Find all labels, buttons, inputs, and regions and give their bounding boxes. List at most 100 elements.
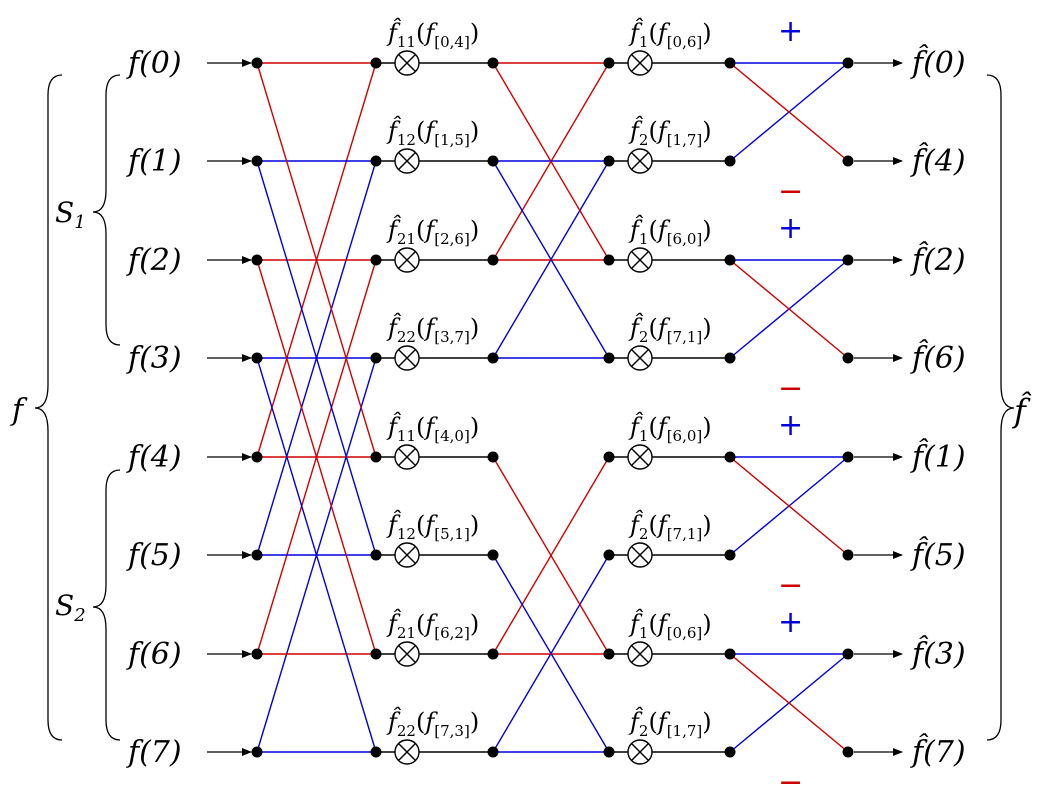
multiplier-label: f̂22(f[3,7]) — [386, 313, 479, 346]
node-dot — [842, 155, 854, 167]
node-dot — [487, 549, 499, 561]
multiplier-label: f̂2(f[1,7]) — [628, 116, 712, 149]
multiplier-label: f̂2(f[1,7]) — [628, 707, 712, 740]
output-label: f̂(7) — [910, 733, 966, 770]
node-dot — [251, 451, 263, 463]
brace-fhat — [986, 74, 1015, 741]
wire-stage2 — [492, 456, 610, 655]
node-dot — [251, 352, 263, 364]
multiply-icon-stroke — [398, 546, 416, 564]
node-dot — [842, 549, 854, 561]
node-dot — [724, 549, 736, 561]
nodes — [251, 57, 854, 758]
minus-sign: − — [778, 174, 803, 209]
node-dot — [603, 155, 615, 167]
node-dot — [603, 352, 615, 364]
node-dot — [251, 155, 263, 167]
multiplier-label: f̂21(f[2,6]) — [386, 215, 479, 248]
node-dot — [603, 254, 615, 266]
minus-sign: − — [778, 568, 803, 603]
node-dot — [842, 648, 854, 660]
wire-stage2 — [492, 62, 610, 261]
wire-stage3 — [729, 653, 849, 753]
node-dot — [370, 746, 382, 758]
node-dot — [603, 57, 615, 69]
io-arrows — [207, 59, 903, 756]
brace-s1 — [92, 74, 121, 346]
input-label: f(1) — [126, 144, 182, 179]
node-dot — [724, 57, 736, 69]
multiply-icon-stroke — [398, 448, 416, 466]
sign-markers: + − + − + − + − — [778, 14, 803, 800]
group-label-s2: S2 — [55, 589, 86, 626]
wire-stage2 — [492, 160, 610, 359]
plus-sign: + — [778, 211, 803, 246]
connection-lines — [256, 62, 849, 753]
multiplier-label: f̂22(f[7,3]) — [386, 707, 479, 740]
node-dot — [251, 57, 263, 69]
multiplier-label: f̂21(f[6,2]) — [386, 609, 479, 642]
node-dot — [603, 746, 615, 758]
node-dot — [370, 352, 382, 364]
output-label: f̂(1) — [910, 438, 966, 475]
node-dot — [603, 549, 615, 561]
minus-sign: − — [778, 371, 803, 406]
plus-sign: + — [778, 408, 803, 443]
input-label: f(0) — [126, 46, 182, 81]
node-dot — [842, 746, 854, 758]
wire-cross — [256, 160, 377, 556]
multipliers: f̂11(f[0,4])f̂1(f[0,6])f̂12(f[1,5])f̂2(f… — [386, 18, 712, 765]
multiplier-label: f̂2(f[7,1]) — [628, 313, 712, 346]
node-dot — [724, 746, 736, 758]
node-dot — [842, 254, 854, 266]
plus-sign: + — [778, 605, 803, 640]
multiplier-label: f̂2(f[7,1]) — [628, 510, 712, 543]
output-label: f̂(4) — [910, 142, 966, 179]
brace-s2 — [92, 469, 121, 741]
node-dot — [842, 352, 854, 364]
node-dot — [370, 549, 382, 561]
output-label: f̂(0) — [910, 44, 966, 81]
node-dot — [724, 451, 736, 463]
output-label: f̂(3) — [910, 635, 966, 672]
output-label: f̂(5) — [910, 536, 966, 573]
node-dot — [370, 254, 382, 266]
node-dot — [724, 155, 736, 167]
node-dot — [724, 648, 736, 660]
multiply-icon-stroke — [631, 743, 649, 761]
node-dot — [487, 746, 499, 758]
node-dot — [370, 648, 382, 660]
multiply-icon-stroke — [631, 645, 649, 663]
multiply-icon-stroke — [398, 645, 416, 663]
plus-sign: + — [778, 14, 803, 49]
multiplier-label: f̂1(f[0,6]) — [628, 609, 712, 642]
node-dot — [487, 648, 499, 660]
output-label: f̂(2) — [910, 241, 966, 278]
multiply-icon-stroke — [631, 546, 649, 564]
node-dot — [370, 451, 382, 463]
multiply-icon-stroke — [398, 743, 416, 761]
node-dot — [603, 648, 615, 660]
multiplier-label: f̂12(f[1,5]) — [386, 116, 479, 149]
multiply-icon-stroke — [398, 251, 416, 269]
group-label-fhat: f̂ — [1012, 391, 1032, 430]
node-dot — [487, 155, 499, 167]
multiply-icon-stroke — [631, 54, 649, 72]
brace-f — [34, 74, 63, 741]
input-labels: f(0) f(1) f(2) f(3) f(4) f(5) f(6) f(7) — [126, 46, 182, 770]
wire-stage3 — [729, 456, 849, 556]
group-label-f: f — [10, 393, 28, 428]
node-dot — [251, 254, 263, 266]
multiply-icon-stroke — [631, 349, 649, 367]
input-label: f(3) — [126, 341, 182, 376]
multiplier-label: f̂12(f[5,1]) — [386, 510, 479, 543]
multiply-icon-stroke — [398, 349, 416, 367]
multiply-icon-stroke — [631, 251, 649, 269]
node-dot — [487, 57, 499, 69]
node-dot — [251, 648, 263, 660]
node-dot — [603, 451, 615, 463]
multiplier-label: f̂11(f[4,0]) — [386, 412, 479, 445]
output-label: f̂(6) — [910, 339, 966, 376]
wire-cross — [256, 357, 377, 753]
